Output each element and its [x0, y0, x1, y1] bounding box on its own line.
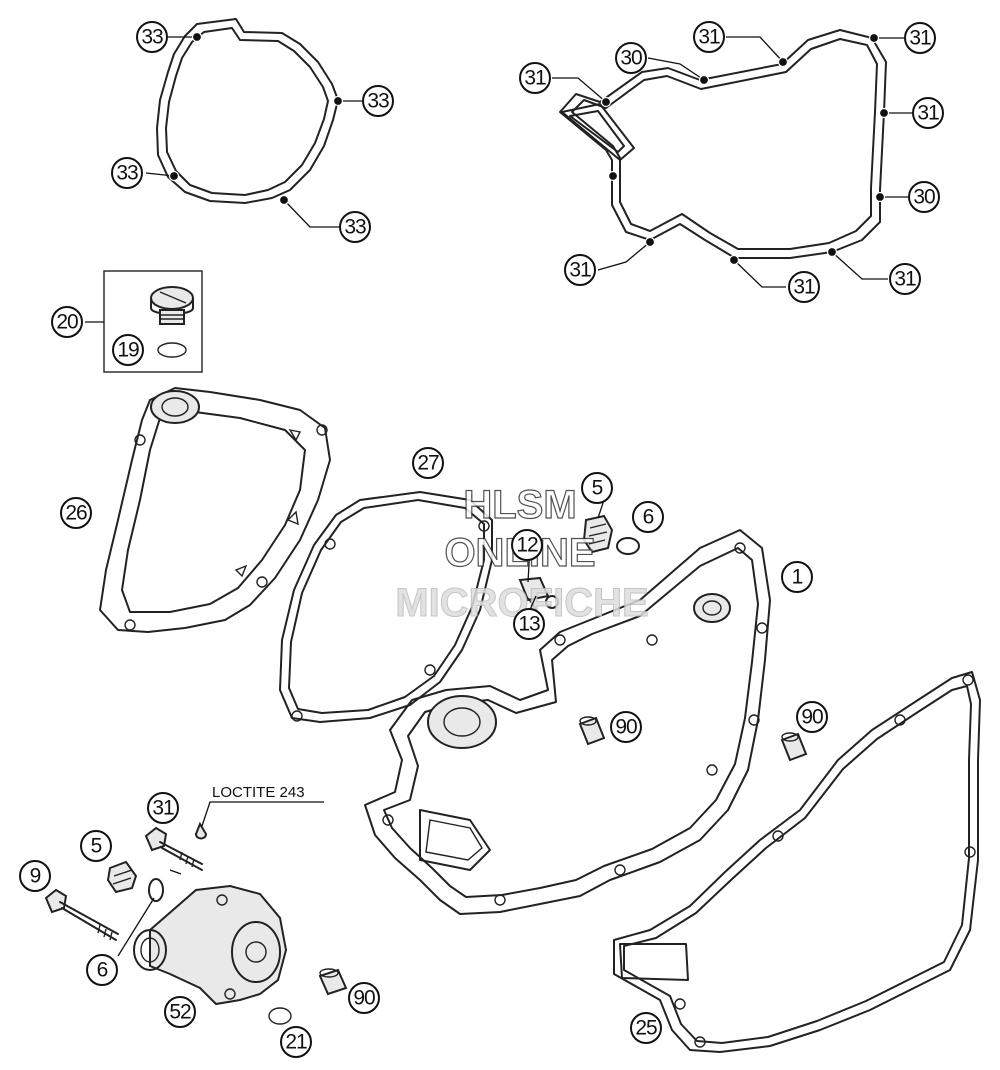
svg-text:90: 90 [801, 706, 823, 729]
svg-text:5: 5 [91, 835, 102, 858]
callout-31-f[interactable]: 31 [788, 271, 820, 303]
svg-text:31: 31 [894, 268, 916, 291]
svg-text:6: 6 [97, 959, 108, 982]
svg-text:13: 13 [518, 613, 540, 636]
o-ring-21 [268, 1007, 292, 1025]
svg-text:31: 31 [917, 102, 939, 125]
outer-clutch-cover [99, 387, 331, 633]
callout-30-a[interactable]: 30 [615, 42, 647, 74]
callout-33-c[interactable]: 33 [111, 157, 143, 189]
svg-text:9: 9 [30, 865, 41, 888]
loctite-note: LOCTITE 243 [212, 784, 305, 801]
callout-13[interactable]: 13 [513, 608, 545, 640]
callout-19[interactable]: 19 [112, 334, 144, 366]
dowel-90-bottom [318, 968, 348, 996]
screw-5-top [582, 514, 614, 554]
callout-31-d[interactable]: 31 [912, 97, 944, 129]
callout-12[interactable]: 12 [511, 529, 543, 561]
svg-text:33: 33 [141, 26, 163, 49]
attachment-dots [168, 31, 890, 266]
callout-5-bottom[interactable]: 5 [80, 830, 112, 862]
svg-text:90: 90 [353, 987, 375, 1010]
svg-text:12: 12 [516, 534, 538, 557]
svg-text:31: 31 [569, 259, 591, 282]
callout-52[interactable]: 52 [164, 996, 196, 1028]
svg-text:26: 26 [65, 502, 87, 525]
callout-31-b[interactable]: 31 [693, 21, 725, 53]
svg-text:27: 27 [417, 452, 439, 475]
crankcase-gasket [613, 671, 981, 1053]
callout-27[interactable]: 27 [412, 447, 444, 479]
callout-30-b[interactable]: 30 [908, 181, 940, 213]
svg-text:52: 52 [169, 1001, 191, 1024]
callout-31-bottom[interactable]: 31 [147, 792, 179, 824]
callout-31-c[interactable]: 31 [904, 22, 936, 54]
inner-clutch-cover [364, 529, 771, 915]
svg-text:HLSM: HLSM [463, 483, 576, 527]
svg-text:33: 33 [367, 90, 389, 113]
callout-90-right[interactable]: 90 [796, 701, 828, 733]
callout-1[interactable]: 1 [781, 561, 813, 593]
callout-33-b[interactable]: 33 [362, 85, 394, 117]
svg-text:30: 30 [620, 47, 642, 70]
clutch-cover-gasket-27 [279, 491, 493, 723]
callout-21[interactable]: 21 [280, 1026, 312, 1058]
screw-12-13 [518, 576, 559, 613]
svg-text:33: 33 [344, 216, 366, 239]
callout-20[interactable]: 20 [51, 306, 83, 338]
svg-text:6: 6 [643, 506, 654, 529]
callout-25[interactable]: 25 [630, 1012, 662, 1044]
callout-6-bottom[interactable]: 6 [86, 954, 118, 986]
svg-text:30: 30 [913, 186, 935, 209]
svg-text:33: 33 [116, 162, 138, 185]
svg-text:25: 25 [635, 1017, 657, 1040]
ignition-cover-gasket [156, 18, 339, 204]
seal-ring-6-bottom [148, 878, 164, 902]
seal-ring-6-top [616, 537, 640, 555]
dowel-90-right [780, 732, 808, 762]
water-pump-cover [133, 884, 288, 1006]
bolt-31-bottom [144, 821, 208, 871]
svg-text:31: 31 [909, 27, 931, 50]
clutch-cover-gasket [559, 29, 887, 259]
screw-5-bottom [106, 860, 138, 894]
callout-31-g[interactable]: 31 [889, 263, 921, 295]
callout-90-mid[interactable]: 90 [610, 711, 642, 743]
bolt-9 [44, 888, 119, 941]
callout-9[interactable]: 9 [19, 860, 51, 892]
dowel-90-mid [578, 716, 606, 746]
callout-31-e[interactable]: 31 [564, 254, 596, 286]
svg-text:5: 5 [592, 477, 603, 500]
callout-5-top[interactable]: 5 [581, 472, 613, 504]
svg-text:90: 90 [615, 716, 637, 739]
callout-33-d[interactable]: 33 [339, 211, 371, 243]
callout-6-top[interactable]: 6 [632, 501, 664, 533]
callout-33-a[interactable]: 33 [136, 21, 168, 53]
svg-text:19: 19 [117, 339, 139, 362]
svg-text:21: 21 [285, 1031, 307, 1054]
svg-text:1: 1 [792, 566, 803, 589]
svg-text:31: 31 [698, 26, 720, 49]
svg-text:20: 20 [56, 311, 78, 334]
svg-text:31: 31 [152, 797, 174, 820]
oil-plug-box [103, 270, 203, 373]
svg-text:31: 31 [793, 276, 815, 299]
callout-90-bottom[interactable]: 90 [348, 982, 380, 1014]
callout-31-a[interactable]: 31 [519, 62, 551, 94]
svg-text:31: 31 [524, 67, 546, 90]
leader-lines [85, 36, 912, 957]
callout-26[interactable]: 26 [60, 497, 92, 529]
